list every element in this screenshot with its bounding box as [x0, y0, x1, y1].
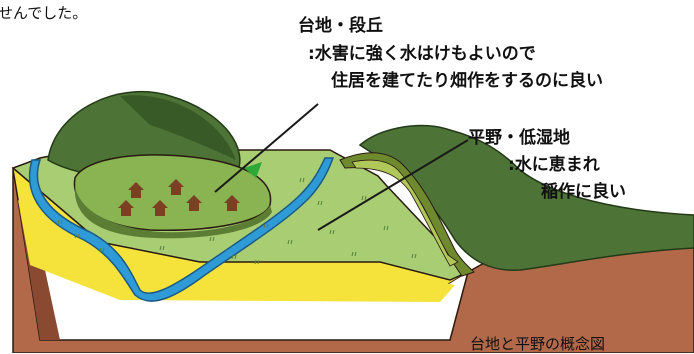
flag-icon: [244, 162, 262, 178]
figure-caption: 台地と平野の概念図: [470, 335, 606, 353]
heiya-label-title: 平野・低湿地: [468, 128, 570, 148]
heiya-leader-line: [317, 139, 469, 231]
intro-text-fragment: せんでした。: [0, 4, 88, 22]
grass-mark-icon: [57, 177, 417, 265]
daichi-label-line1: :水害に強く水はけもよいので: [308, 44, 536, 64]
house-icon: [224, 195, 240, 211]
heiya-label-line1: :水に恵まれ: [508, 155, 600, 175]
right-terrace-inner: [351, 159, 459, 267]
background-hill-shade: [120, 95, 236, 160]
heiya-label-line2: 稲作に良い: [541, 182, 626, 202]
daichi-label-title: 台地・段丘: [298, 16, 383, 36]
river: [28, 157, 335, 302]
house-icon: [168, 179, 184, 195]
house-icon: [128, 182, 144, 198]
daichi-label-line2: 住居を建てたり畑作をするのに良い: [331, 71, 603, 91]
daichi-leader-line: [214, 103, 319, 193]
house-icon: [186, 195, 202, 211]
sand-layer-front: [18, 200, 455, 302]
house-icon: [152, 200, 168, 216]
house-icon: [118, 200, 134, 216]
